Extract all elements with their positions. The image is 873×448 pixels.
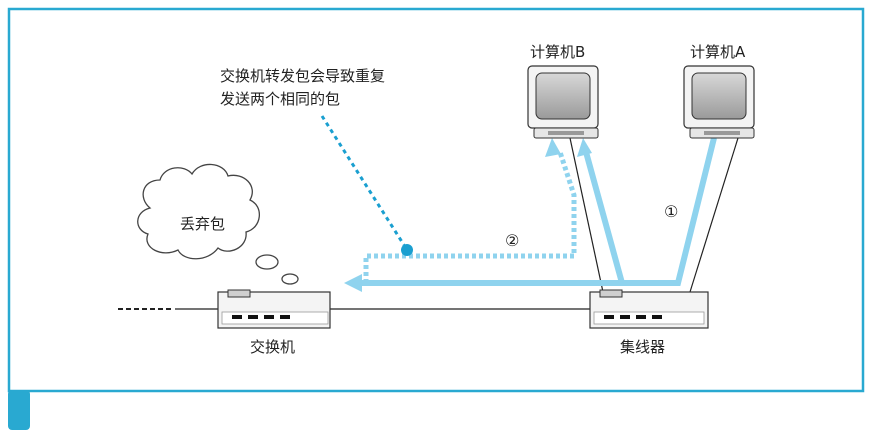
switch-label: 交换机 [250,338,296,356]
frame-border [7,7,865,393]
flow-path-1 [358,137,717,286]
cable-computer-b-hub [569,137,604,293]
computer-a-label: 计算机A [690,43,746,61]
computer-b-label: 计算机B [530,43,586,61]
switch-device [217,289,331,329]
discard-packet-label: 丢弃包 [180,215,226,233]
step-1-marker: ① [664,202,679,221]
note-pointer-line [320,115,406,246]
hub-device [589,289,709,329]
frame-tab [8,390,30,430]
note-line-2: 发送两个相同的包 [220,90,341,108]
arrowhead-computer-b-dotted [545,138,561,157]
computer-a-icon [683,65,755,139]
arrowhead-switch [344,274,362,292]
note-pointer-dot [401,244,413,256]
cable-computer-a-hub [689,137,739,293]
flow-hub-to-b [583,151,625,284]
flow-path-2 [363,151,577,283]
step-2-marker: ② [505,231,520,250]
cables [118,137,739,310]
arrowhead-computer-b-solid [577,138,592,157]
note-line-1: 交换机转发包会导致重复 [220,67,386,85]
computer-b-icon [527,65,599,139]
hub-label: 集线器 [620,338,666,356]
flow-dotted [363,151,577,283]
flow-solid [358,137,717,286]
thought-cloud [137,163,299,285]
